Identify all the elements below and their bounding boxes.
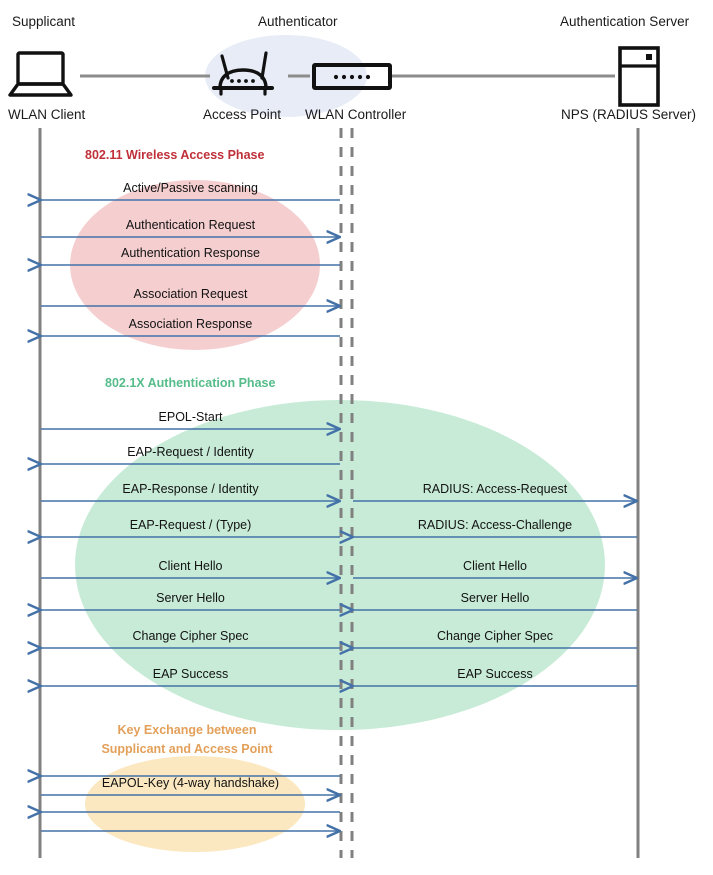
server-rack-icon bbox=[618, 46, 660, 107]
phase-label-80211: 802.11 Wireless Access Phase bbox=[85, 148, 265, 162]
message-label: EPOL-Start bbox=[158, 410, 223, 424]
message-label: Server Hello bbox=[156, 591, 225, 605]
laptop-icon bbox=[8, 51, 73, 97]
message-label: EAP-Response / Identity bbox=[122, 482, 259, 496]
message-label: Association Response bbox=[128, 317, 253, 331]
node-name-wlan-client: WLAN Client bbox=[8, 107, 86, 122]
message-label: Change Cipher Spec bbox=[436, 629, 554, 643]
phase-label-8021x: 802.1X Authentication Phase bbox=[105, 376, 276, 390]
right-message-arrows bbox=[353, 501, 637, 686]
message-label: Client Hello bbox=[158, 559, 223, 573]
message-label: EAP-Request / (Type) bbox=[129, 518, 252, 532]
phase-label-keyexch: Key Exchange between Supplicant and Acce… bbox=[97, 721, 277, 759]
role-title-supplicant: Supplicant bbox=[12, 14, 76, 29]
message-label: EAP Success bbox=[152, 667, 229, 681]
message-label: EAPOL-Key (4-way handshake) bbox=[101, 776, 280, 790]
phase-blob-keyexch bbox=[85, 756, 305, 852]
network-switch-icon bbox=[312, 63, 392, 90]
node-name-wlan-controller: WLAN Controller bbox=[305, 107, 407, 122]
node-name-access-point: Access Point bbox=[203, 107, 282, 122]
message-label: Server Hello bbox=[460, 591, 530, 605]
node-name-nps-radius: NPS (RADIUS Server) bbox=[561, 107, 697, 122]
message-label: Client Hello bbox=[463, 559, 527, 573]
wireless-router-icon bbox=[212, 51, 274, 96]
phase-label-keyexch-line1: Key Exchange between bbox=[117, 723, 257, 737]
message-label: RADIUS: Access-Challenge bbox=[417, 518, 573, 532]
message-label: EAP Success bbox=[457, 667, 533, 681]
message-label: RADIUS: Access-Request bbox=[422, 482, 568, 496]
message-label: Active/Passive scanning bbox=[123, 181, 258, 195]
authenticator-halo bbox=[205, 35, 367, 117]
role-title-auth-server: Authentication Server bbox=[560, 14, 690, 29]
message-label: Change Cipher Spec bbox=[132, 629, 249, 643]
phase-label-keyexch-line2: Supplicant and Access Point bbox=[101, 742, 273, 756]
message-label: EAP-Request / Identity bbox=[127, 445, 254, 459]
role-title-authenticator: Authenticator bbox=[258, 14, 338, 29]
message-label: Association Request bbox=[133, 287, 248, 301]
message-label: Authentication Response bbox=[121, 246, 260, 260]
left-message-arrows bbox=[41, 200, 340, 831]
message-label: Authentication Request bbox=[125, 218, 256, 232]
